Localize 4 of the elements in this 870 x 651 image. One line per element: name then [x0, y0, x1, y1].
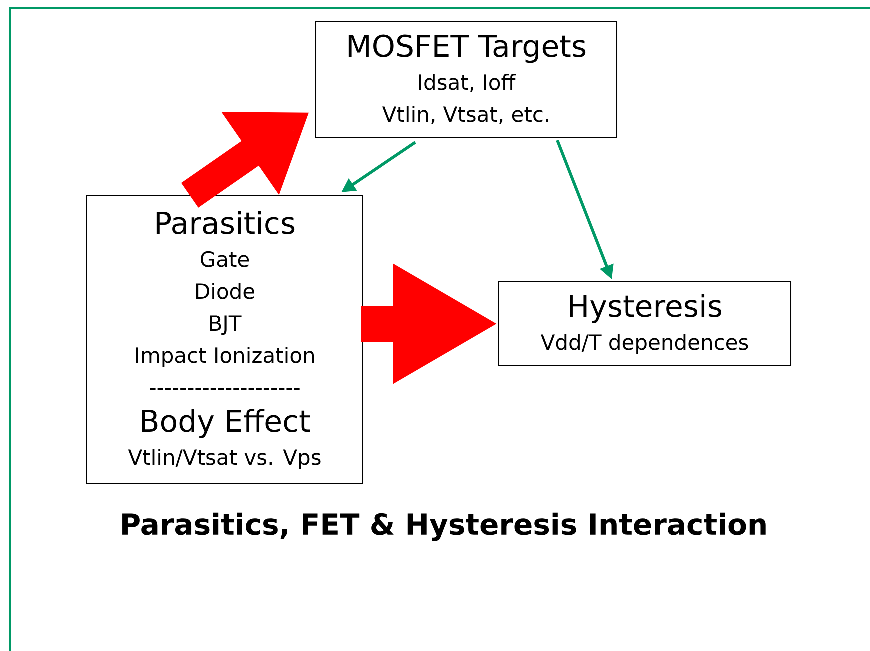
- process-box: MOSFET Targets Idsat, Ioff Vtlin, Vtsat, etc.: [316, 22, 618, 138]
- process-box: Hysteresis Vdd/T dependences: [498, 282, 792, 366]
- process-box: Parasitics Gate Diode BJT Impact Ionization -------------------- Body Effect Vtlin/Vtsat vs. Vps: [86, 196, 364, 484]
- title: Parasitics, FET & Hysteresis Interaction: [122, 512, 766, 542]
